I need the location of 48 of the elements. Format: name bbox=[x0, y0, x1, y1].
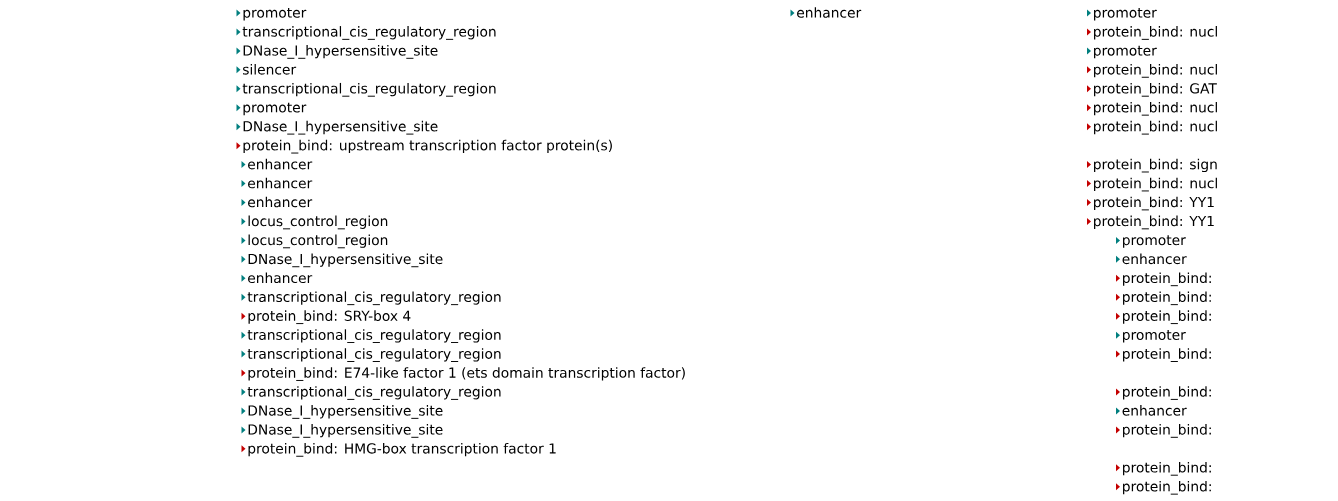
feature-label: protein_bind: GAT bbox=[1094, 82, 1217, 97]
feature-label: protein_bind: nucl bbox=[1094, 120, 1217, 135]
feature-label: enhancer bbox=[248, 196, 313, 208]
feature-label: DNase_I_hypersensitive_site bbox=[248, 424, 443, 438]
feature-label: transcriptional_cis_regulatory_region bbox=[242, 26, 496, 40]
feature-label: transcriptional_cis_regulatory_region bbox=[242, 82, 496, 97]
feature-label: protein_bind: bbox=[1123, 272, 1211, 287]
feature-label: protein_bind: HMG-box transcription factor 1 bbox=[248, 443, 556, 457]
feature-label: transcriptional_cis_regulatory_region bbox=[247, 348, 501, 362]
feature-label: protein_bind: nucl bbox=[1094, 177, 1217, 192]
feature-label: DNase_I_hypersensitive_site bbox=[243, 120, 438, 135]
feature-label: protein_bind: YY1 bbox=[1094, 215, 1214, 230]
feature-label: promoter bbox=[1094, 7, 1157, 21]
feature-label: enhancer bbox=[797, 7, 862, 18]
feature-label: promoter bbox=[243, 102, 307, 116]
feature-label: enhancer bbox=[1122, 253, 1187, 265]
feature-label: transcriptional_cis_regulatory_region bbox=[247, 291, 501, 306]
feature-label: DNase_I_hypersensitive_site bbox=[248, 253, 443, 268]
feature-label: protein_bind: bbox=[1123, 480, 1211, 495]
feature-label: locus_control_region bbox=[248, 234, 388, 249]
feature-label: protein_bind: bbox=[1123, 291, 1211, 306]
feature-label: protein_bind: bbox=[1123, 461, 1211, 476]
feature-label: protein_bind: nucl bbox=[1094, 26, 1217, 40]
feature-label: protein_bind: SRY-box 4 bbox=[248, 310, 411, 325]
feature-label: silencer bbox=[243, 64, 297, 75]
feature-label: protein_bind: E74-like factor 1 (ets domain transcription factor) bbox=[248, 367, 685, 381]
feature-label: enhancer bbox=[248, 272, 313, 284]
feature-label: promoter bbox=[1094, 45, 1157, 59]
feature-label: promoter bbox=[243, 7, 307, 21]
feature-label: DNase_I_hypersensitive_site bbox=[243, 45, 438, 59]
feature-label: protein_bind: bbox=[1123, 348, 1211, 362]
feature-label: transcriptional_cis_regulatory_region bbox=[247, 329, 501, 343]
feature-label: DNase_I_hypersensitive_site bbox=[248, 405, 443, 419]
feature-label: protein_bind: YY1 bbox=[1094, 196, 1214, 211]
feature-label: protein_bind: bbox=[1123, 386, 1211, 400]
feature-label: protein_bind: bbox=[1123, 424, 1211, 438]
feature-label: protein_bind: upstream transcription factor protein(s) bbox=[243, 139, 612, 154]
feature-label: protein_bind: nucl bbox=[1094, 64, 1217, 78]
feature-label: protein_bind: sign bbox=[1094, 158, 1217, 173]
feature-label: protein_bind: nucl bbox=[1094, 101, 1217, 116]
feature-label: enhancer bbox=[248, 177, 313, 189]
feature-label: transcriptional_cis_regulatory_region bbox=[247, 386, 501, 400]
feature-label: promoter bbox=[1123, 330, 1186, 343]
feature-label: locus_control_region bbox=[248, 215, 388, 230]
feature-label: enhancer bbox=[1122, 405, 1187, 416]
feature-label: enhancer bbox=[248, 158, 313, 170]
feature-label: promoter bbox=[1123, 235, 1186, 248]
feature-label: protein_bind: bbox=[1123, 310, 1211, 325]
